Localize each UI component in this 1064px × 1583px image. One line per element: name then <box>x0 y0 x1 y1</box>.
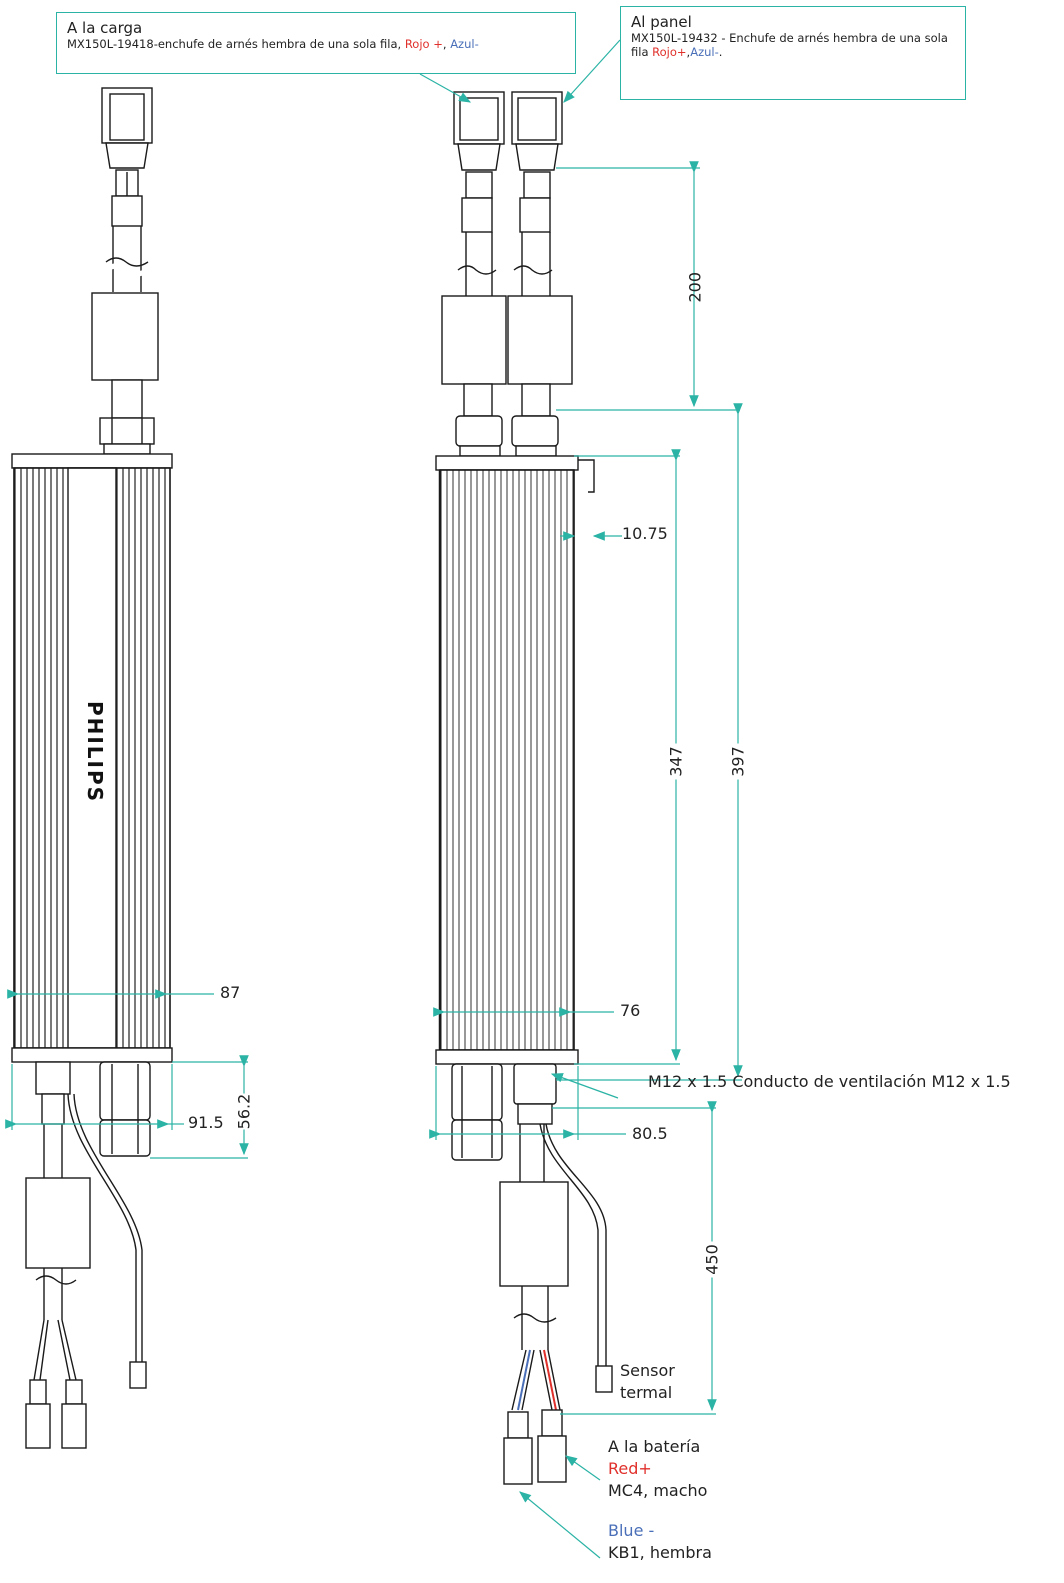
dim-80-5: 80.5 <box>632 1124 668 1143</box>
dim-91-5: 91.5 <box>188 1113 224 1132</box>
dim-347: 347 <box>666 743 686 780</box>
right-top-connector-1 <box>453 91 505 233</box>
sensor-label: Sensor termal <box>620 1361 675 1402</box>
callout-panel-desc: MX150L-19432 - Enchufe de arnés hembra d… <box>631 31 948 59</box>
blue-lead-label: Blue - KB1, hembra <box>608 1521 712 1562</box>
dim-10-75: 10.75 <box>622 524 668 543</box>
left-view <box>11 87 173 1449</box>
vent-label: M12 x 1.5 Conducto de ventilación M12 x … <box>648 1072 1011 1091</box>
blue-lead-text: Blue - <box>608 1521 655 1540</box>
dim-200: 200 <box>685 271 705 303</box>
callout-panel: Al panel MX150L-19432 - Enchufe de arnés… <box>620 6 966 100</box>
dim-450: 450 <box>702 1241 722 1278</box>
callout-panel-red: Rojo+ <box>652 45 687 59</box>
philips-logo: PHILIPS <box>83 700 107 804</box>
callout-load-red: Rojo + <box>404 37 443 51</box>
callout-load: A la carga MX150L-19418-enchufe de arnés… <box>56 12 576 74</box>
dim-76: 76 <box>620 1001 641 1020</box>
dim-56-2: 56.2 <box>234 1093 254 1130</box>
callout-panel-title: Al panel <box>631 13 692 31</box>
callout-load-desc: MX150L-19418-enchufe de arnés hembra de … <box>67 37 479 51</box>
dim-87: 87 <box>220 983 241 1002</box>
left-top-connector <box>101 87 153 227</box>
right-view <box>435 91 613 1485</box>
callout-load-title: A la carga <box>67 19 143 37</box>
right-top-connector-2 <box>511 91 563 233</box>
battery-red-label: Red+ <box>608 1459 652 1478</box>
battery-label: A la batería Red+ MC4, macho <box>608 1437 708 1500</box>
callout-load-blue: Azul- <box>450 37 479 51</box>
dim-397: 397 <box>728 743 748 780</box>
dimension-lines <box>5 39 743 1559</box>
callout-panel-blue: Azul- <box>690 45 719 59</box>
